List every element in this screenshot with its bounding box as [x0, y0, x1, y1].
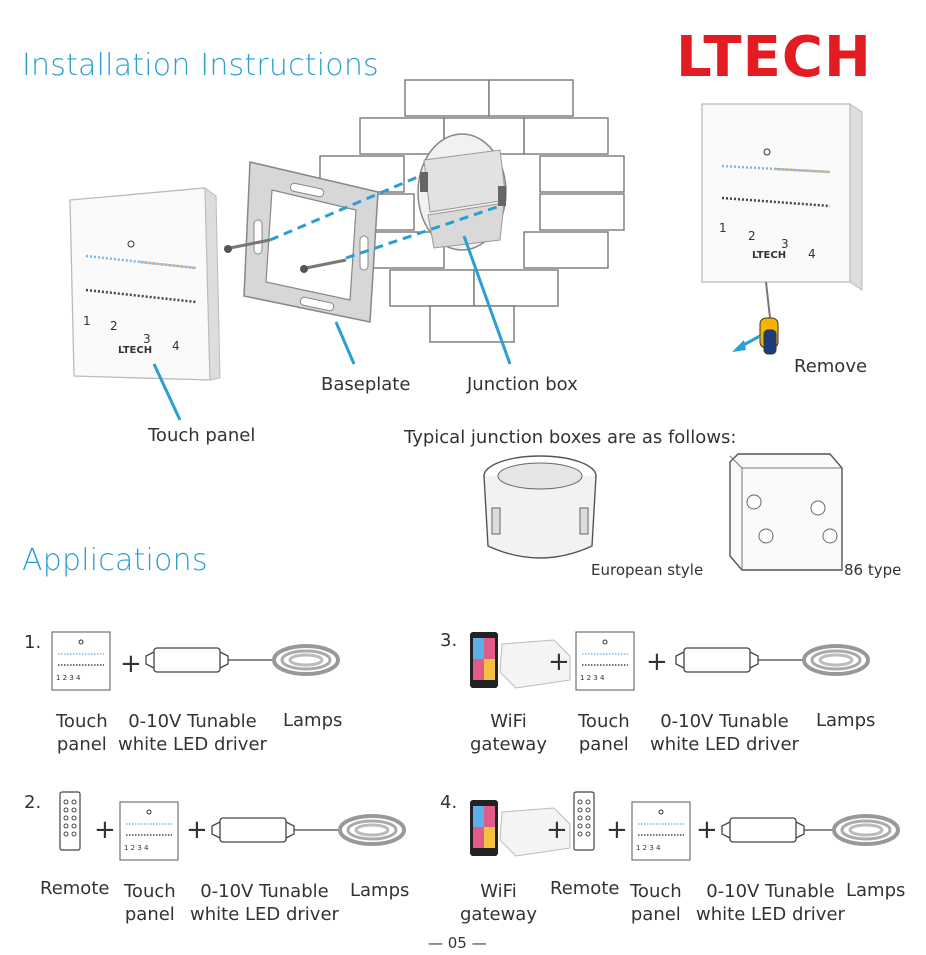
panel-mark-3: 3: [143, 332, 151, 346]
remove-panel-brand: LTECH: [752, 250, 786, 261]
type86-box-icon: [729, 453, 843, 571]
installation-diagram: 1 2 3 4 LTECH 1 2 3 4 LTECH: [69, 79, 863, 421]
plus-icon: +: [696, 815, 718, 845]
app4-remote-label: Remote: [550, 878, 620, 899]
remove-panel-mark-2: 2: [748, 229, 756, 243]
screw-icons: [229, 238, 347, 270]
lamp-icon: [338, 814, 406, 846]
app2-lamps-label: Lamps: [350, 880, 410, 901]
app4-lamps-label: Lamps: [846, 880, 906, 901]
european-box-icon: [483, 455, 597, 559]
remove-panel-mark-1: 1: [719, 221, 727, 235]
app2-number: 2.: [24, 792, 42, 813]
touch-panel-illustration: [69, 186, 221, 381]
app4-number: 4.: [440, 792, 458, 813]
app3-diagram: + +: [469, 631, 870, 691]
remove-label: Remove: [794, 356, 868, 377]
driver-icon: [211, 817, 295, 843]
touch-panel-icon: [119, 801, 179, 861]
panel-brand: LTECH: [118, 345, 152, 356]
european-style-label: European style: [591, 561, 704, 579]
touch-panel-icon: [631, 801, 691, 861]
app1-diagram: +: [51, 631, 340, 691]
driver-icon: [721, 817, 805, 843]
plus-icon: +: [646, 647, 668, 677]
type86-label: 86 type: [844, 561, 902, 579]
app2-remote-label: Remote: [40, 878, 110, 899]
baseplate-illustration: [243, 161, 379, 323]
junction-box-leader: [462, 235, 512, 365]
lamp-icon: [832, 814, 900, 846]
app1-number: 1.: [24, 632, 42, 653]
app3-lamps-label: Lamps: [816, 710, 876, 731]
baseplate-label: Baseplate: [321, 374, 411, 395]
junction-box-label: Junction box: [467, 374, 578, 395]
panel-mark-1: 1: [83, 314, 91, 328]
brick-wall: [319, 79, 625, 343]
touch-panel-leader: [152, 363, 182, 421]
baseplate-leader: [334, 321, 356, 365]
panel-mark-2: 2: [110, 319, 118, 333]
plus-icon: +: [120, 649, 142, 679]
plus-icon: +: [94, 815, 116, 845]
touch-panel-icon: [575, 631, 635, 691]
lamp-icon: [272, 644, 340, 676]
junction-box-illustration: [417, 133, 507, 251]
driver-icon: [675, 647, 759, 673]
alignment-lines: [269, 174, 501, 260]
driver-icon: [145, 647, 229, 673]
typical-boxes-text: Typical junction boxes are as follows:: [404, 427, 737, 448]
touch-panel-icon: [51, 631, 111, 691]
remove-panel-illustration: [701, 103, 863, 291]
app4-diagram: + + +: [469, 791, 900, 861]
remove-panel-mark-3: 3: [781, 237, 789, 251]
remote-icon: [59, 791, 81, 851]
app1-lamps-label: Lamps: [283, 710, 343, 731]
typical-boxes-illustration: [483, 453, 843, 571]
plus-icon: +: [606, 815, 628, 845]
page-title: Installation Instructions: [22, 48, 379, 83]
app2-diagram: + +: [59, 791, 406, 861]
screwdriver-icon: [759, 281, 779, 355]
brand-logo: LTECH: [676, 25, 872, 90]
app3-number: 3.: [440, 630, 458, 651]
plus-icon: +: [546, 815, 568, 845]
remote-icon: [573, 791, 595, 851]
touch-panel-label: Touch panel: [148, 425, 256, 446]
remove-panel-mark-4: 4: [808, 247, 816, 261]
panel-mark-4: 4: [172, 339, 180, 353]
lamp-icon: [802, 644, 870, 676]
applications-title: Applications: [22, 543, 208, 578]
page-number: — 05 —: [428, 934, 487, 952]
plus-icon: +: [186, 815, 208, 845]
plus-icon: +: [548, 647, 570, 677]
